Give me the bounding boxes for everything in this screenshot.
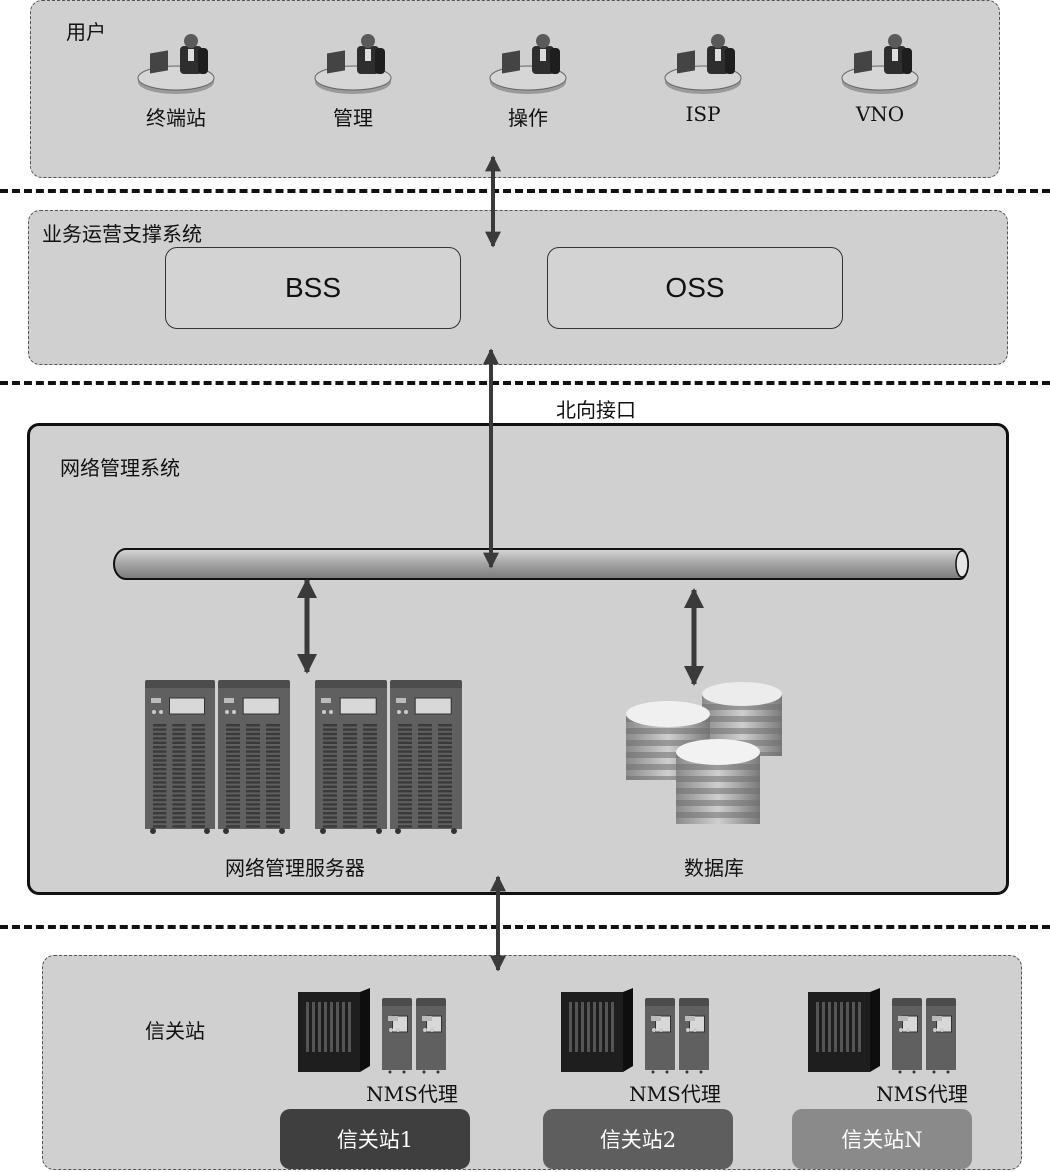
database-label: 数据库 bbox=[684, 856, 744, 880]
workstation-user-icon bbox=[314, 34, 392, 94]
user-label: ISP bbox=[685, 102, 721, 126]
northbound-interface-label: 北向接口 bbox=[556, 398, 636, 422]
nms-agent-label: NMS代理 bbox=[629, 1082, 721, 1106]
nms-agent-label: NMS代理 bbox=[366, 1082, 458, 1106]
nms-servers-icon bbox=[145, 680, 462, 834]
bss-oss-zone bbox=[28, 210, 1008, 365]
gateway-equipment-icon bbox=[561, 988, 709, 1074]
user-label: VNO bbox=[855, 102, 905, 126]
gateway-zone-title: 信关站 bbox=[145, 1019, 205, 1043]
users-zone-title: 用户 bbox=[66, 20, 106, 44]
nms-agent-label: NMS代理 bbox=[876, 1082, 968, 1106]
workstation-user-icon bbox=[489, 34, 567, 94]
gateway-station-box[interactable]: 信关站2 bbox=[543, 1109, 733, 1169]
database-icon bbox=[626, 682, 782, 824]
nms-servers-label: 网络管理服务器 bbox=[225, 856, 365, 880]
bss-box[interactable]: BSS bbox=[165, 247, 461, 329]
gateway-station-box[interactable]: 信关站N bbox=[792, 1109, 972, 1169]
gateway-equipment-icon bbox=[808, 988, 956, 1074]
nms-zone-title: 网络管理系统 bbox=[60, 456, 180, 480]
user-label: 操作 bbox=[508, 106, 548, 130]
network-bus-pipe bbox=[113, 548, 969, 580]
oss-box[interactable]: OSS bbox=[547, 247, 843, 329]
user-label: 终端站 bbox=[146, 106, 206, 130]
layer-separator bbox=[0, 381, 1050, 385]
bss-oss-zone-title: 业务运营支撑系统 bbox=[42, 222, 202, 246]
layer-separator bbox=[0, 925, 1050, 929]
user-label: 管理 bbox=[333, 106, 373, 130]
workstation-user-icon bbox=[137, 34, 215, 94]
layer-separator bbox=[0, 189, 1050, 193]
workstation-user-icon bbox=[664, 34, 742, 94]
gateway-station-box[interactable]: 信关站1 bbox=[280, 1109, 470, 1169]
laptop-user-icon bbox=[841, 34, 919, 94]
gateway-equipment-icon bbox=[298, 988, 446, 1074]
